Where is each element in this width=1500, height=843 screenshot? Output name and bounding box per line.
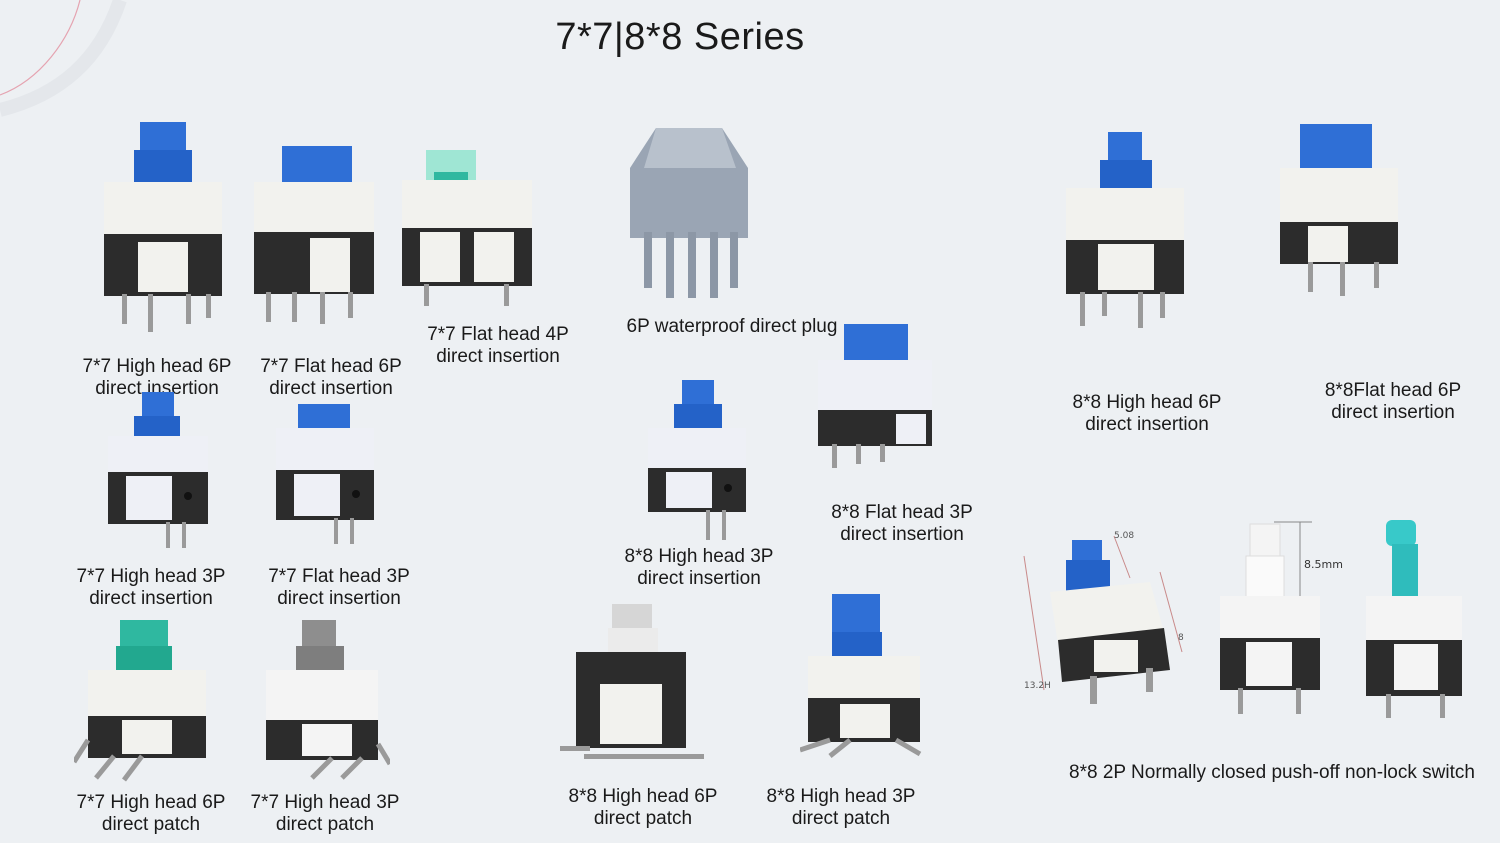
switch-77-high-3p-insertion	[106, 392, 210, 552]
switch-88-2p-dimensioned: 5.08 13.2H 8	[1010, 520, 1190, 710]
switch-88-flat-6p-insertion	[1278, 124, 1402, 300]
switch-77-flat-6p-insertion	[250, 146, 380, 326]
switch-88-high-6p-patch	[560, 604, 708, 764]
dimension-label: 13.2H	[1024, 681, 1051, 691]
corner-decoration	[0, 0, 127, 117]
switch-88-2p-cyan	[1362, 518, 1472, 722]
dimension-label: 8	[1178, 633, 1184, 643]
page-title: 7*7|8*8 Series	[555, 16, 805, 58]
dimension-label: 8.5mm	[1304, 558, 1343, 571]
switch-6p-waterproof	[626, 128, 756, 300]
switch-88-high-6p-insertion	[1064, 132, 1188, 332]
caption: 6P waterproof direct plug	[626, 316, 838, 337]
dimension-label: 5.08	[1114, 531, 1134, 541]
switch-77-high-6p-insertion	[98, 122, 228, 332]
switch-77-flat-4p-insertion	[400, 150, 536, 310]
switch-88-2p-white: 8.5mm	[1212, 518, 1352, 718]
switch-88-high-3p-patch	[800, 594, 928, 758]
switch-77-high-6p-patch	[74, 620, 214, 786]
switch-88-high-3p-insertion	[646, 380, 750, 544]
switch-77-flat-3p-insertion	[274, 404, 378, 548]
switch-88-flat-3p-insertion	[816, 324, 936, 472]
switch-77-high-3p-patch	[262, 620, 390, 782]
caption: 8*8 2P Normally closed push-off non-lock…	[1069, 762, 1475, 783]
